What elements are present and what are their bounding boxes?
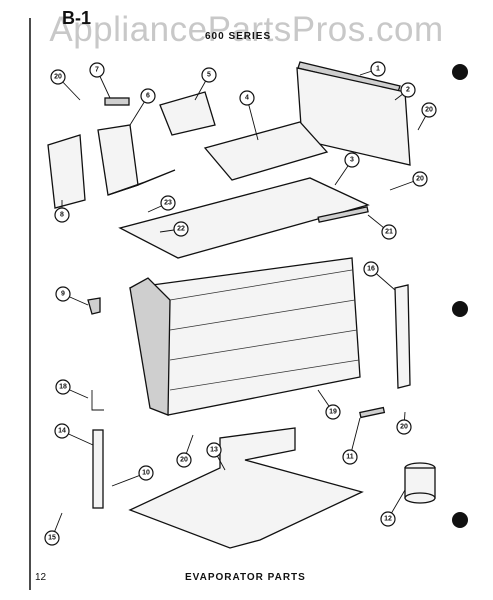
- svg-text:20: 20: [180, 457, 188, 464]
- svg-text:4: 4: [245, 95, 249, 102]
- svg-text:14: 14: [58, 428, 66, 435]
- svg-text:5: 5: [207, 72, 211, 79]
- svg-text:6: 6: [146, 93, 150, 100]
- part-8-side-panel: [47, 134, 86, 209]
- callout-16: 16: [363, 261, 379, 277]
- callout-7: 7: [89, 62, 105, 78]
- callout-13: 13: [206, 442, 222, 458]
- part-12-can-bottom: [404, 492, 436, 504]
- svg-text:18: 18: [59, 384, 67, 391]
- callout-22: 22: [173, 221, 189, 237]
- svg-text:11: 11: [346, 454, 354, 461]
- part-2-back-panel: [296, 67, 411, 166]
- binder-hole-top: [452, 64, 468, 80]
- callout-3: 3: [344, 152, 360, 168]
- part-17-coil-side: [129, 277, 171, 416]
- svg-text:15: 15: [48, 535, 56, 542]
- callout-23: 23: [160, 195, 176, 211]
- part-16-side-bracket: [394, 284, 411, 389]
- svg-text:3: 3: [350, 157, 354, 164]
- svg-text:9: 9: [61, 291, 65, 298]
- svg-text:7: 7: [95, 67, 99, 74]
- part-18-tube: [91, 390, 104, 411]
- callout-4: 4: [239, 90, 255, 106]
- svg-text:20: 20: [416, 176, 424, 183]
- part-3-base-plate: [118, 177, 370, 259]
- svg-text:12: 12: [384, 516, 392, 523]
- callout-20-b: 20: [50, 69, 66, 85]
- callout-15: 15: [44, 530, 60, 546]
- callout-18: 18: [55, 379, 71, 395]
- part-7-bracket: [104, 97, 130, 106]
- part-21-strip: [317, 206, 369, 223]
- callout-10: 10: [138, 465, 154, 481]
- svg-text:13: 13: [210, 447, 218, 454]
- part-5-plate: [159, 91, 216, 136]
- callout-19: 19: [325, 404, 341, 420]
- part-11-strip: [359, 406, 386, 419]
- coil-fins: [169, 269, 360, 391]
- callout-9: 9: [55, 286, 71, 302]
- callout-1: 1: [370, 61, 386, 77]
- page-title: EVAPORATOR PARTS: [185, 572, 306, 583]
- page-number: 12: [35, 572, 47, 583]
- callout-21: 21: [381, 224, 397, 240]
- callout-8: 8: [54, 207, 70, 223]
- svg-text:8: 8: [60, 212, 64, 219]
- svg-text:2: 2: [406, 87, 410, 94]
- callout-11: 11: [342, 449, 358, 465]
- svg-text:20: 20: [425, 107, 433, 114]
- binder-hole-bottom: [452, 512, 468, 528]
- svg-text:1: 1: [376, 66, 380, 73]
- svg-text:16: 16: [367, 266, 375, 273]
- part-6-side-bracket: [97, 124, 139, 196]
- callout-5: 5: [201, 67, 217, 83]
- part-14-post: [92, 429, 104, 509]
- part-13-drain-pan-seal: [128, 427, 364, 549]
- binder-hole-middle: [452, 301, 468, 317]
- callout-20-e: 20: [176, 452, 192, 468]
- callout-20-d: 20: [396, 419, 412, 435]
- svg-text:19: 19: [329, 409, 337, 416]
- series-label: 600 SERIES: [205, 31, 272, 42]
- callout-20-c: 20: [412, 171, 428, 187]
- callout-20-a: 20: [421, 102, 437, 118]
- part-4-top-sheet: [203, 121, 329, 181]
- callout-2: 2: [400, 82, 416, 98]
- part-9-clip: [87, 297, 101, 315]
- svg-text:23: 23: [164, 200, 172, 207]
- section-id: B-1: [62, 8, 92, 28]
- part-6-flange: [107, 169, 176, 196]
- callout-14: 14: [54, 423, 70, 439]
- svg-text:22: 22: [177, 226, 185, 233]
- callout-12: 12: [380, 511, 396, 527]
- svg-text:20: 20: [54, 74, 62, 81]
- svg-text:20: 20: [400, 424, 408, 431]
- svg-text:21: 21: [385, 229, 393, 236]
- svg-text:10: 10: [142, 470, 150, 477]
- callout-6: 6: [140, 88, 156, 104]
